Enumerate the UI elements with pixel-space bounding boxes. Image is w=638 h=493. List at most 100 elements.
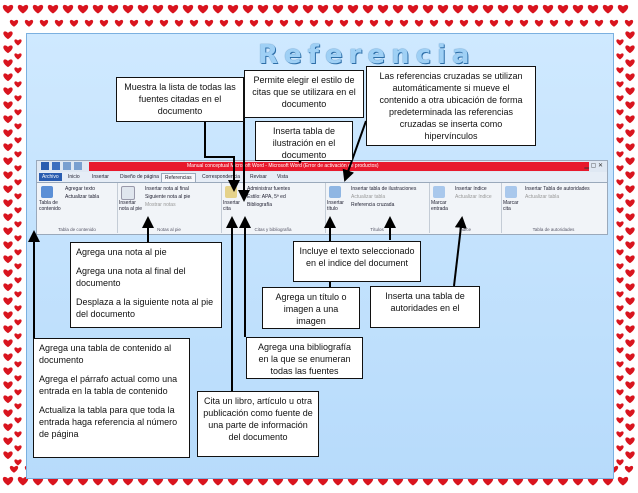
heart-icon bbox=[339, 19, 349, 27]
add-text-button[interactable]: Agregar texto bbox=[65, 186, 96, 192]
heart-icon bbox=[422, 476, 434, 486]
heart-icon bbox=[3, 269, 13, 278]
heart-icon bbox=[625, 59, 635, 68]
caption-icon[interactable] bbox=[329, 186, 341, 198]
mark-entry-button[interactable]: Marcar entrada bbox=[431, 200, 448, 212]
heart-icon bbox=[3, 115, 13, 124]
heart-icon bbox=[625, 325, 635, 334]
insert-caption-button[interactable]: Insertar título bbox=[327, 200, 344, 212]
footnote-icon[interactable] bbox=[121, 186, 135, 200]
group-label: Índice bbox=[458, 227, 471, 232]
heart-icon bbox=[564, 19, 574, 27]
bibliography-button[interactable]: Bibliografía bbox=[247, 202, 273, 208]
heart-icon bbox=[279, 19, 289, 27]
heart-icon bbox=[152, 4, 164, 14]
insert-endnote-button[interactable]: Insertar nota al final bbox=[145, 186, 189, 192]
heart-icon bbox=[625, 185, 635, 194]
heart-icon bbox=[14, 207, 22, 214]
heart-icon bbox=[602, 476, 614, 486]
heart-icon bbox=[587, 4, 599, 14]
heart-icon bbox=[616, 123, 624, 130]
next-footnote-button[interactable]: Siguiente nota al pie bbox=[145, 194, 191, 200]
heart-icon bbox=[3, 241, 13, 250]
heart-icon bbox=[616, 39, 624, 46]
heart-icon bbox=[197, 4, 209, 14]
heart-icon bbox=[616, 305, 624, 312]
heart-icon bbox=[625, 437, 635, 446]
tab-diseno[interactable]: Diseño de página bbox=[120, 174, 159, 180]
heart-icon bbox=[14, 319, 22, 326]
heart-icon bbox=[557, 476, 569, 486]
style-select[interactable]: Estilo: APA, 5ª ed bbox=[247, 194, 286, 200]
show-notes-button[interactable]: Mostrar notas bbox=[145, 202, 176, 208]
group-authorities: Marcar cita Insertar Tabla de autoridade… bbox=[501, 183, 606, 233]
heart-icon bbox=[625, 255, 635, 264]
heart-icon bbox=[287, 476, 299, 486]
heart-icon bbox=[519, 19, 529, 27]
heart-icon bbox=[14, 179, 22, 186]
update-table-button[interactable]: Actualizar tabla bbox=[65, 194, 100, 200]
manage-sources-button[interactable]: Administrar fuentes bbox=[247, 186, 291, 192]
heart-icon bbox=[625, 199, 635, 208]
insert-citation-button[interactable]: Insertar cita bbox=[223, 200, 240, 212]
heart-icon bbox=[3, 409, 13, 418]
mark-entry-icon[interactable] bbox=[433, 186, 445, 198]
heart-icon bbox=[3, 423, 13, 432]
heart-icon bbox=[317, 476, 329, 486]
heart-icon bbox=[625, 31, 635, 40]
heart-icon bbox=[617, 476, 629, 486]
heart-icon bbox=[69, 19, 79, 27]
update-authorities-button[interactable]: Actualizar tabla bbox=[525, 194, 560, 200]
window-controls[interactable]: ▁ ▢ ✕ bbox=[584, 163, 603, 169]
heart-icon bbox=[616, 193, 624, 200]
insert-index-button[interactable]: Insertar índice bbox=[455, 186, 487, 192]
insert-figures-table-button[interactable]: Insertar tabla de ilustraciones bbox=[351, 186, 417, 192]
tab-archivo[interactable]: Archivo bbox=[39, 173, 62, 181]
note-autoridades: Inserta una tabla de autoridades en el bbox=[370, 286, 480, 328]
heart-icon bbox=[14, 151, 22, 158]
save-icon[interactable] bbox=[52, 162, 60, 170]
heart-icon bbox=[527, 476, 539, 486]
heart-icon bbox=[347, 476, 359, 486]
redo-icon[interactable] bbox=[74, 162, 82, 170]
heart-icon bbox=[14, 67, 22, 74]
toc-icon[interactable] bbox=[41, 186, 53, 198]
heart-icon bbox=[32, 4, 44, 14]
tab-insertar[interactable]: Insertar bbox=[92, 174, 109, 180]
tab-vista[interactable]: Vista bbox=[277, 174, 289, 180]
heart-icon bbox=[14, 361, 22, 368]
heart-icon bbox=[616, 333, 624, 340]
heart-icon bbox=[3, 101, 13, 110]
heart-icon bbox=[377, 4, 389, 14]
heart-icon bbox=[122, 476, 134, 486]
heart-icon bbox=[14, 263, 22, 270]
heart-icon bbox=[392, 4, 404, 14]
heart-icon bbox=[527, 4, 539, 14]
undo-icon[interactable] bbox=[63, 162, 71, 170]
mark-citation-button[interactable]: Marcar cita bbox=[503, 200, 519, 212]
heart-icon bbox=[497, 4, 509, 14]
tab-inicio[interactable]: Inicio bbox=[68, 174, 80, 180]
update-figures-button[interactable]: Actualizar tabla bbox=[351, 194, 386, 200]
cross-reference-button[interactable]: Referencia cruzada bbox=[351, 202, 395, 208]
tab-referencias[interactable]: Referencias bbox=[161, 173, 196, 182]
heart-icon bbox=[3, 157, 13, 166]
heart-icon bbox=[152, 476, 164, 486]
insert-footnote-button[interactable]: Insertar nota al pie bbox=[119, 200, 143, 212]
heart-icon bbox=[422, 4, 434, 14]
toc-button[interactable]: Tabla de contenido bbox=[39, 200, 61, 212]
heart-icon bbox=[452, 4, 464, 14]
heart-icon bbox=[197, 476, 209, 486]
tab-correspondencia[interactable]: Correspondencia bbox=[202, 174, 241, 180]
insert-authorities-button[interactable]: Insertar Tabla de autoridades bbox=[525, 186, 590, 192]
heart-icon bbox=[616, 67, 624, 74]
update-index-button[interactable]: Actualizar índice bbox=[455, 194, 492, 200]
heart-icon bbox=[437, 476, 449, 486]
heart-icon bbox=[189, 19, 199, 27]
heart-icon bbox=[257, 476, 269, 486]
heart-icon bbox=[137, 4, 149, 14]
heart-icon bbox=[616, 459, 624, 466]
mark-citation-icon[interactable] bbox=[505, 186, 517, 198]
tab-revisar[interactable]: Revisar bbox=[250, 174, 267, 180]
heart-icon bbox=[452, 476, 464, 486]
